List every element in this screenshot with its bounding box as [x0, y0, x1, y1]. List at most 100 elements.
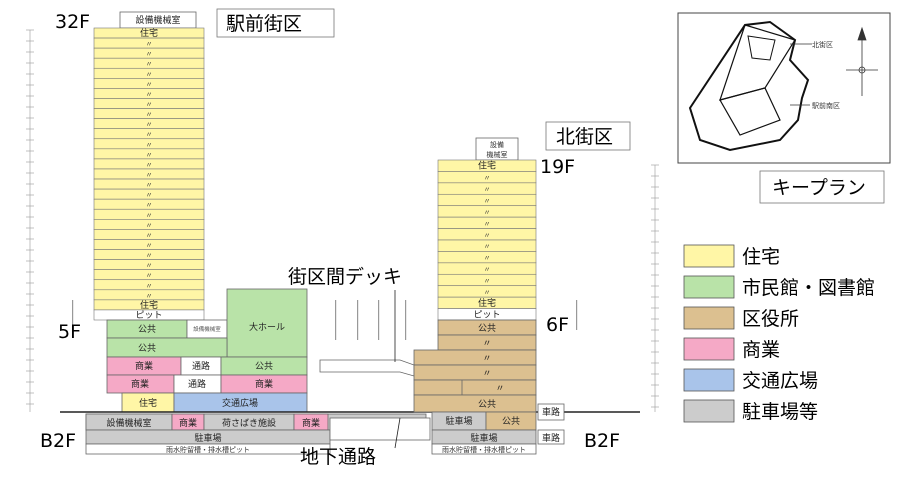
public-label-4: 公共	[255, 361, 273, 372]
passage-label-2: 通路	[188, 378, 206, 390]
north-floor-label: 〃	[484, 288, 491, 296]
north-public-top: 公共	[478, 323, 496, 334]
station-floor-label: 〃	[146, 181, 153, 189]
station-floor-label: 〃	[146, 151, 153, 159]
station-floor-label: 〃	[146, 111, 153, 119]
north-podium-floor: 6F	[546, 314, 569, 336]
station-floor-label: 〃	[146, 131, 153, 139]
north-district-title: 北街区	[556, 126, 613, 148]
legend-label: 駐車場等	[742, 401, 818, 423]
station-floor-label: 住宅	[140, 27, 158, 39]
legend-label: 商業	[742, 339, 780, 361]
station-floor-label: ピット	[135, 310, 162, 321]
north-public-bottom: 公共	[478, 399, 496, 410]
north-floor-label: 〃	[484, 277, 491, 285]
station-floor-label: 〃	[146, 221, 153, 229]
north-floor-label: 〃	[484, 208, 491, 216]
hall-label: 大ホール	[249, 321, 285, 333]
keyplan-map	[688, 20, 810, 152]
station-floor-label: 〃	[146, 90, 153, 98]
legend-label: 交通広場	[742, 370, 818, 392]
north-arrow-icon	[846, 26, 878, 96]
transport-plaza-label: 交通広場	[222, 397, 258, 409]
station-floor-label: 〃	[146, 50, 153, 58]
north-mech-label-2: 機械室	[487, 150, 508, 159]
b2-parking-label: 駐車場	[194, 432, 221, 444]
north-b1-road: 車路	[542, 406, 560, 418]
station-floor-label: 〃	[146, 252, 153, 260]
station-floor-label: 〃	[146, 171, 153, 179]
right-floor-scale	[651, 164, 659, 412]
legend-swatch	[683, 368, 735, 392]
station-floor-label: 〃	[146, 70, 153, 78]
north-floor-label: 〃	[484, 197, 491, 205]
station-floor-label: 〃	[146, 231, 153, 239]
keyplan-title: キープラン	[772, 177, 866, 199]
passage-label-1: 通路	[192, 360, 210, 372]
station-district-title: 駅前街区	[226, 13, 302, 35]
left-floor-scale	[26, 29, 34, 412]
road-markers	[72, 300, 578, 340]
station-top-floor: 32F	[55, 11, 90, 33]
b1-commercial-label-2: 商業	[302, 417, 320, 429]
station-floor-label: 〃	[146, 40, 153, 48]
north-floor-label: 住宅	[478, 160, 496, 172]
legend-label: 住宅	[742, 246, 780, 268]
keyplan-station-label: 駅前南区	[812, 101, 840, 110]
station-floor-label: 〃	[146, 241, 153, 249]
north-b1-public: 公共	[502, 416, 520, 427]
legend-swatch	[683, 244, 735, 268]
station-floor-label: 〃	[146, 121, 153, 129]
north-ditto-podium-4: 〃	[495, 384, 504, 394]
housing-entrance-label: 住宅	[139, 397, 157, 409]
station-floor-label: 〃	[146, 60, 153, 68]
b1-bike-label: 荷さばき施設	[222, 417, 276, 429]
underpass	[329, 417, 431, 449]
north-floor-label: 〃	[484, 186, 491, 194]
station-podium-floor: 5F	[58, 321, 81, 343]
station-floor-label: 〃	[146, 272, 153, 280]
north-b2-pit: 雨水貯留槽・排水槽ピット	[442, 445, 526, 454]
north-ditto-podium-3: 〃	[482, 369, 491, 379]
keyplan-title-box	[759, 170, 885, 204]
north-top-floor: 19F	[540, 156, 575, 178]
station-floor-label: 〃	[146, 80, 153, 88]
station-mech-room-label: 設備機械室	[135, 14, 180, 26]
station-floor-label: 〃	[146, 262, 153, 270]
station-floor-label: 住宅	[140, 299, 158, 311]
b1-mech-label: 設備機械室	[106, 417, 151, 429]
station-floor-label: 〃	[146, 292, 153, 300]
deck-label: 街区間デッキ	[288, 266, 402, 288]
station-basement-floor: B2F	[40, 430, 76, 452]
public-label-1: 公共	[138, 324, 156, 335]
commercial-label-1: 商業	[135, 360, 153, 372]
legend-label: 市民館・図書館	[742, 277, 875, 299]
north-podium: 公共 〃 〃 〃 〃 公共	[413, 319, 537, 413]
legend-swatch	[683, 275, 735, 299]
station-floor-label: 〃	[146, 161, 153, 169]
north-b2-parking: 駐車場	[470, 432, 497, 444]
legend-swatch	[683, 337, 735, 361]
deck	[319, 290, 415, 377]
keyplan: 北街区 駅前南区	[677, 12, 891, 164]
legend-swatch	[683, 306, 735, 330]
station-floor-label: 〃	[146, 282, 153, 290]
north-ditto-podium-1: 〃	[482, 339, 491, 349]
station-floor-label: 〃	[146, 101, 153, 109]
station-podium: 公共 設備機械室 大ホール 公共 商業 通路 公共 商業 通路 商業 住宅 交通…	[106, 288, 308, 413]
north-basement-floor: B2F	[584, 430, 620, 452]
north-ditto-podium-2: 〃	[482, 354, 491, 364]
north-floor-label: 〃	[484, 231, 491, 239]
station-floor-label: 〃	[146, 211, 153, 219]
north-title-box	[545, 121, 631, 151]
legend-swatch	[683, 399, 735, 423]
mech-room-small-label: 設備機械室	[193, 325, 221, 333]
station-floor-label: 〃	[146, 191, 153, 199]
north-floor-label: 〃	[484, 266, 491, 274]
public-label-2: 公共	[138, 343, 156, 354]
legend-label: 区役所	[742, 308, 799, 330]
station-floor-label: 〃	[146, 141, 153, 149]
